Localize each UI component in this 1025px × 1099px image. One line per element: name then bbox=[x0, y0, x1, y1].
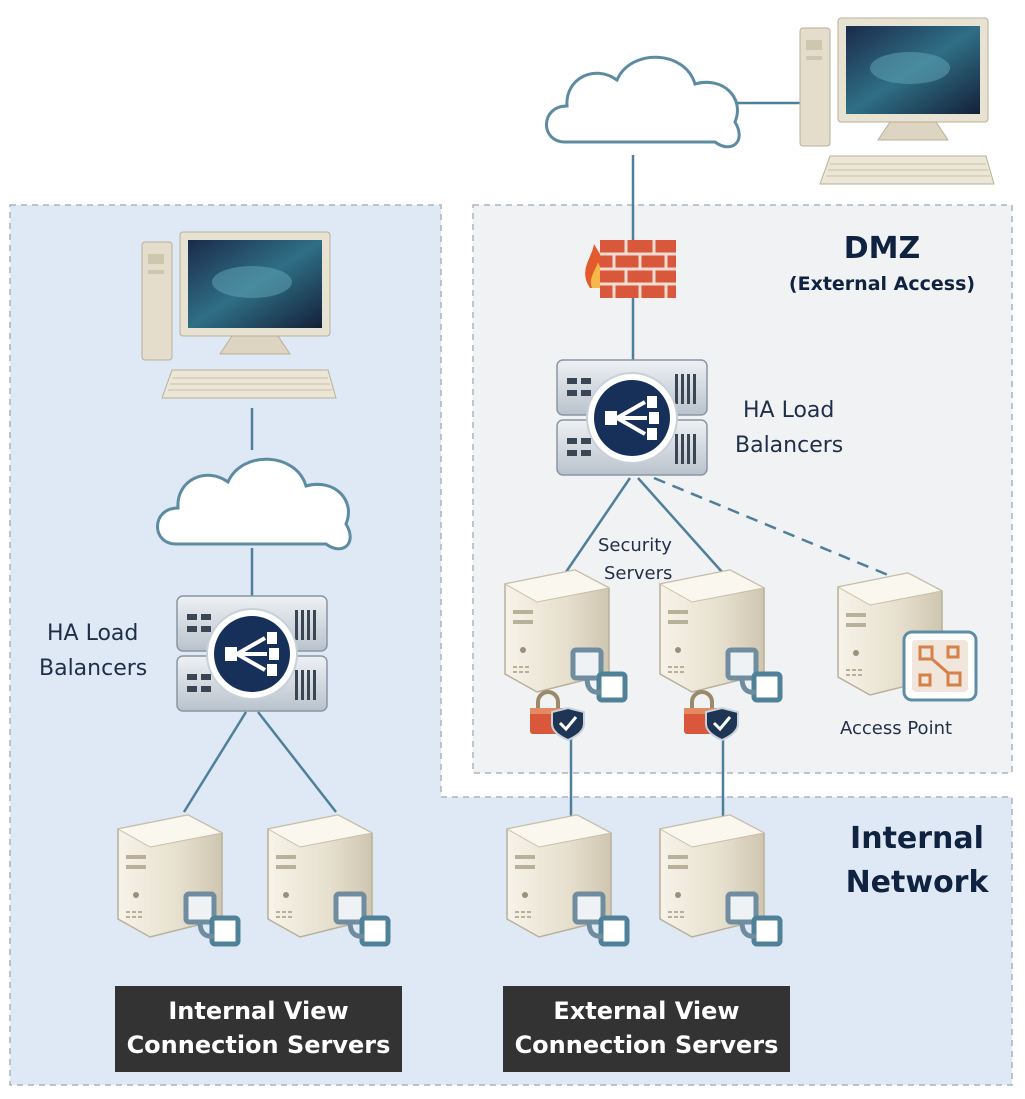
access-point-label: Access Point bbox=[840, 718, 953, 739]
firewall-icon bbox=[585, 240, 676, 298]
dmz-load-balancer-label-line2: Balancers bbox=[735, 433, 844, 458]
internal-view-connection-servers-label: Internal View Connection Servers bbox=[115, 986, 402, 1072]
internal-view-label-line1: Internal View bbox=[168, 997, 349, 1026]
dmz-load-balancer-label-line1: HA Load bbox=[743, 398, 835, 423]
security-servers-label-line1: Security bbox=[598, 535, 672, 556]
internal-load-balancer-label-line2: Balancers bbox=[39, 656, 148, 681]
access-point-badge-icon bbox=[902, 630, 978, 702]
remote-desktop-computer-icon bbox=[799, 17, 995, 185]
internal-load-balancer-label-line1: HA Load bbox=[47, 621, 139, 646]
internal-view-label-line2: Connection Servers bbox=[126, 1031, 391, 1059]
connection-links bbox=[182, 101, 889, 818]
external-view-label-line2: Connection Servers bbox=[514, 1031, 779, 1059]
external-view-label-line1: External View bbox=[553, 997, 740, 1026]
internal-network-title-line1: Internal bbox=[850, 821, 984, 856]
internet-cloud-icon bbox=[544, 55, 741, 149]
internal-network-title-line2: Network bbox=[845, 865, 989, 900]
dmz-subtitle: (External Access) bbox=[788, 273, 976, 295]
external-view-connection-servers-label: External View Connection Servers bbox=[503, 986, 790, 1072]
dmz-title: DMZ bbox=[843, 231, 921, 266]
security-servers-label-line2: Servers bbox=[604, 563, 673, 584]
internal-desktop-computer-icon bbox=[141, 231, 337, 399]
